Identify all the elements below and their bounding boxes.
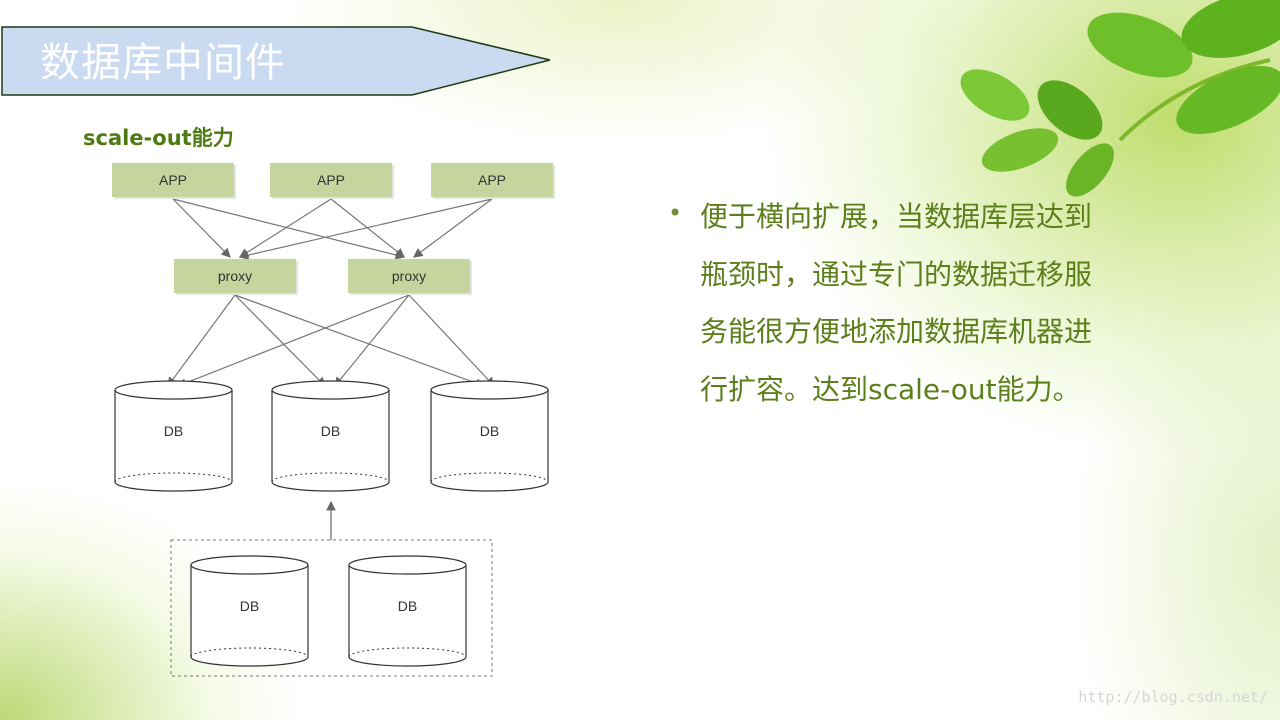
page-title: 数据库中间件 (40, 40, 286, 86)
new-db-cylinder: DB (190, 555, 309, 667)
diagram-heading: scale-out能力 (83, 126, 234, 150)
edge-app-proxy (172, 198, 406, 260)
new-db-group (170, 539, 493, 677)
app-box-label: APP (317, 172, 345, 188)
bullet-marker: • (668, 199, 683, 227)
db-cylinder: DB (430, 380, 549, 492)
edge-app-proxy (238, 198, 493, 260)
watermark: http://blog.csdn.net/ (1078, 688, 1268, 706)
bullet-line: 务能很方便地添加数据库机器进 (700, 315, 1093, 348)
edge-app-proxy (413, 198, 493, 258)
db-cylinder-label: DB (480, 423, 499, 439)
bullet-list: • 便于横向扩展，当数据库层达到 瓶颈时，通过专门的数据迁移服 务能很方便地添加… (668, 188, 1168, 418)
edge-proxy-db (167, 294, 236, 387)
db-cylinder-label: DB (321, 423, 340, 439)
app-box: APP (431, 163, 555, 199)
edge-proxy-db (176, 294, 410, 388)
app-box: APP (112, 163, 236, 199)
db-cylinder: DB (114, 380, 233, 492)
edge-proxy-db (234, 294, 486, 388)
title-banner (1, 26, 551, 96)
app-box: APP (270, 163, 394, 199)
leaves-decoration (960, 0, 1280, 197)
app-box-label: APP (478, 172, 506, 188)
edge-proxy-db (234, 294, 326, 387)
app-box-label: APP (159, 172, 187, 188)
new-db-cylinder-label: DB (398, 598, 417, 614)
new-db-cylinder-label: DB (240, 598, 259, 614)
edge-proxy-db (334, 294, 410, 387)
edge-app-proxy (238, 198, 332, 258)
db-cylinder: DB (271, 380, 390, 492)
bullet-line: 瓶颈时，通过专门的数据迁移服 (700, 257, 1093, 291)
db-cylinder-label: DB (164, 423, 183, 439)
bullet-line: 行扩容。达到scale-out能力。 (700, 372, 1081, 406)
new-db-cylinder: DB (348, 555, 467, 667)
edge-app-proxy (172, 198, 231, 258)
edge-proxy-db (408, 294, 495, 387)
proxy-box-label: proxy (392, 268, 426, 284)
proxy-box: proxy (348, 259, 472, 295)
proxy-box: proxy (174, 259, 298, 295)
bullet-line: 便于横向扩展，当数据库层达到 (700, 200, 1093, 233)
proxy-box-label: proxy (218, 268, 252, 284)
